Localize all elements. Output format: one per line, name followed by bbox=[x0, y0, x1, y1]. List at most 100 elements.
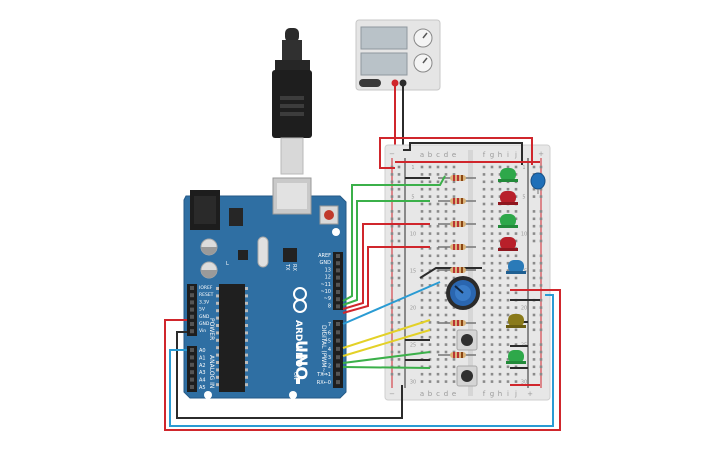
breadboard-hole bbox=[428, 291, 432, 295]
breadboard-hole bbox=[498, 365, 502, 369]
header-pin bbox=[190, 322, 194, 326]
breadboard-hole bbox=[444, 165, 448, 169]
breadboard-hole bbox=[444, 261, 448, 265]
power-supply-icon bbox=[355, 19, 441, 91]
breadboard-hole bbox=[490, 195, 494, 198]
rail-hole bbox=[390, 173, 394, 176]
breadboard-hole bbox=[444, 180, 448, 184]
rail-hole bbox=[539, 313, 543, 317]
tx-led-label: TX bbox=[284, 263, 290, 271]
breadboard-hole bbox=[506, 328, 510, 332]
breadboard-hole bbox=[506, 187, 510, 191]
row-number: 1 bbox=[411, 165, 414, 171]
breadboard-hole bbox=[482, 284, 486, 287]
breadboard-hole bbox=[420, 350, 424, 354]
breadboard-hole bbox=[444, 313, 448, 317]
breadboard-hole bbox=[444, 210, 448, 213]
analog-pin-label: A2 bbox=[199, 363, 206, 369]
rail-hole bbox=[532, 313, 536, 317]
chip-pin bbox=[216, 361, 219, 364]
breadboard-hole bbox=[506, 291, 510, 295]
breadboard-hole bbox=[490, 343, 494, 346]
capacitor-icon bbox=[530, 172, 546, 194]
header-pin bbox=[336, 322, 340, 326]
rail-hole bbox=[532, 261, 536, 265]
usb-cable-icon bbox=[272, 28, 312, 175]
breadboard-hole bbox=[490, 239, 494, 243]
row-number: 30 bbox=[521, 380, 527, 386]
rail-hole bbox=[397, 195, 401, 198]
rx-led-label: RX bbox=[291, 264, 297, 271]
breadboard-hole bbox=[428, 365, 432, 369]
row-number: 1 bbox=[522, 165, 525, 171]
breadboard-hole bbox=[452, 173, 456, 176]
chip-pin bbox=[245, 368, 248, 372]
digital-pin-label: 8 bbox=[328, 303, 331, 309]
breadboard-hole bbox=[436, 165, 440, 169]
breadboard-hole bbox=[420, 232, 424, 235]
breadboard-hole bbox=[452, 306, 456, 309]
breadboard-hole bbox=[490, 232, 494, 235]
column-letter: g bbox=[490, 390, 494, 398]
chip-pin bbox=[245, 338, 248, 342]
column-letter: b bbox=[428, 151, 433, 159]
rail-hole bbox=[539, 261, 543, 265]
rail-hole bbox=[539, 306, 543, 309]
header-pin bbox=[190, 329, 194, 334]
breadboard-hole bbox=[490, 210, 494, 213]
breadboard-hole bbox=[420, 291, 424, 295]
digital-pin-label: ~5 bbox=[324, 339, 331, 345]
breadboard-hole bbox=[436, 365, 440, 369]
breadboard-hole bbox=[514, 254, 518, 258]
analog-pin-label: A0 bbox=[199, 348, 206, 354]
rail-hole bbox=[532, 372, 536, 376]
breadboard-hole bbox=[482, 365, 486, 369]
breadboard-hole bbox=[514, 187, 518, 191]
breadboard-hole bbox=[436, 372, 440, 376]
rail-hole bbox=[532, 217, 536, 221]
breadboard-hole bbox=[506, 343, 510, 346]
chip-pin bbox=[216, 301, 219, 305]
rail-hole bbox=[390, 187, 394, 191]
breadboard-hole bbox=[490, 173, 494, 176]
header-pin bbox=[190, 362, 194, 367]
rail-hole bbox=[390, 313, 394, 317]
breadboard-hole bbox=[436, 180, 440, 184]
breadboard-hole bbox=[436, 328, 440, 332]
breadboard-hole bbox=[444, 284, 448, 287]
breadboard-hole bbox=[452, 313, 456, 317]
breadboard-hole bbox=[506, 350, 510, 354]
breadboard-hole bbox=[436, 210, 440, 213]
breadboard-hole bbox=[452, 343, 456, 346]
header-pin bbox=[336, 282, 340, 287]
rail-hole bbox=[532, 358, 536, 361]
chip-pin bbox=[216, 368, 219, 372]
column-letter: d bbox=[444, 390, 448, 398]
breadboard-hole bbox=[452, 276, 456, 280]
rail-hole bbox=[532, 239, 536, 243]
breadboard-hole bbox=[436, 335, 440, 339]
header-pin bbox=[336, 355, 340, 360]
breadboard-hole bbox=[428, 321, 432, 324]
breadboard-hole bbox=[490, 313, 494, 317]
header-pin bbox=[336, 346, 340, 351]
rail-hole bbox=[397, 261, 401, 265]
digital-pin-label: ~10 bbox=[320, 289, 331, 295]
breadboard-hole bbox=[482, 224, 486, 228]
rail-hole bbox=[539, 210, 543, 213]
rail-hole bbox=[532, 306, 536, 309]
rail-hole bbox=[539, 298, 543, 302]
rail-hole bbox=[397, 210, 401, 213]
breadboard-hole bbox=[420, 313, 424, 317]
led-red-1 bbox=[498, 191, 518, 205]
chip-pin bbox=[245, 375, 248, 379]
breadboard-hole bbox=[506, 298, 510, 302]
breadboard-hole bbox=[452, 328, 456, 332]
breadboard-hole bbox=[444, 372, 448, 376]
breadboard-hole bbox=[428, 210, 432, 213]
breadboard-hole bbox=[428, 165, 432, 169]
header-pin bbox=[336, 380, 340, 385]
rail-hole bbox=[390, 210, 394, 213]
breadboard-hole bbox=[436, 306, 440, 309]
analog-pin-label: A3 bbox=[199, 370, 206, 376]
